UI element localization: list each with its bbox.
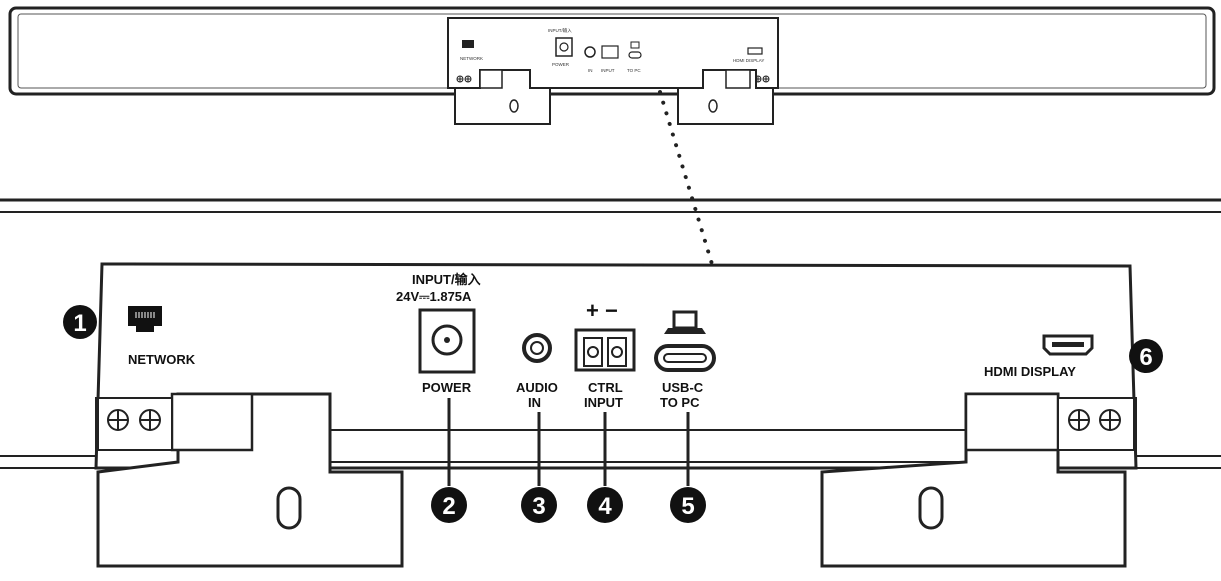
top-bracket-right (677, 69, 774, 125)
hdmi-port: HDMI DISPLAY (984, 334, 1094, 379)
screw-icon (139, 409, 161, 431)
top-bracket-left (454, 69, 551, 125)
usb-port: USB-C TO PC (654, 310, 716, 410)
ctrl-label-1: CTRL (588, 380, 623, 395)
callout-4-number: 4 (598, 493, 612, 520)
top-laptop-icon (630, 41, 640, 49)
audio-jack-inner (530, 341, 544, 355)
network-port: NETWORK (128, 306, 196, 367)
top-terminal-block-icon (601, 45, 619, 59)
power-input-label: INPUT/输入 (412, 272, 481, 287)
screw-icon (1099, 409, 1121, 431)
callout-4: 4 (587, 487, 623, 523)
screw-icon (1068, 409, 1090, 431)
top-screws-left (456, 75, 472, 83)
power-label: POWER (422, 380, 472, 395)
ctrl-port: + − CTRL INPUT (574, 298, 636, 410)
laptop-icon (664, 310, 706, 334)
power-port: INPUT/输入 24V⎓1.875A POWER (396, 272, 481, 395)
zoom-connector-line (658, 90, 720, 286)
top-ethernet-port-icon (462, 40, 474, 48)
callout-2: 2 (431, 487, 467, 523)
callout-6-number: 6 (1139, 344, 1152, 371)
callout-3-number: 3 (532, 493, 545, 520)
top-usb-label: TO PC (627, 68, 641, 73)
top-hdmi-port-icon (747, 47, 763, 55)
audio-label-1: AUDIO (516, 380, 558, 395)
callout-5-number: 5 (681, 493, 694, 520)
top-power-label: POWER (552, 62, 570, 67)
terminal-slot-left (583, 337, 603, 367)
audio-port: AUDIO IN (516, 333, 558, 410)
terminal-slot-right (607, 337, 627, 367)
network-label: NETWORK (128, 352, 196, 367)
hdmi-port-inner (1052, 342, 1084, 347)
callout-1: 1 (63, 305, 97, 339)
callout-1-number: 1 (73, 310, 86, 337)
zoomed-port-panel: NETWORK INPUT/输入 24V⎓1.875A POWER AUDIO … (0, 198, 1221, 568)
callout-2-number: 2 (442, 493, 455, 520)
top-dc-power-jack-ring (559, 42, 569, 52)
right-mounting-bracket (820, 392, 1135, 568)
ctrl-label-2: INPUT (584, 395, 623, 410)
left-mounting-hole-icon (276, 486, 302, 530)
soundbar-top-view: NETWORK INPUT/输入 POWER IN INPUT TO PC HD… (8, 6, 1216, 125)
left-screws (107, 409, 161, 431)
callout-6: 6 (1129, 339, 1163, 373)
top-right-mounting-hole-icon (708, 99, 718, 113)
audio-label-2: IN (528, 395, 541, 410)
leader-lines (447, 398, 690, 486)
right-mounting-hole-icon (918, 486, 944, 530)
right-screws (1068, 409, 1121, 431)
usb-label-2: TO PC (660, 395, 700, 410)
power-rating-label: 24V⎓1.875A (396, 289, 472, 304)
top-hdmi-label: HDMI DISPLAY (733, 58, 764, 63)
left-mounting-bracket (96, 392, 404, 568)
top-ctrl-label: INPUT (601, 68, 615, 73)
top-left-mounting-hole-icon (509, 99, 519, 113)
top-power-top-label: INPUT/输入 (548, 27, 572, 34)
top-audio-jack-icon (584, 46, 596, 58)
usb-label-1: USB-C (662, 380, 704, 395)
hdmi-label: HDMI DISPLAY (984, 364, 1076, 379)
top-usb-c-port-icon (628, 51, 642, 59)
top-network-label: NETWORK (460, 56, 483, 61)
callout-5: 5 (670, 487, 706, 523)
top-dc-power-jack-icon (555, 37, 573, 57)
screw-icon (107, 409, 129, 431)
callout-3: 3 (521, 487, 557, 523)
dc-power-jack-pin (444, 337, 450, 343)
usb-c-port-inner (663, 353, 707, 363)
top-audio-label: IN (588, 68, 593, 73)
ctrl-polarity-label: + − (586, 298, 618, 323)
